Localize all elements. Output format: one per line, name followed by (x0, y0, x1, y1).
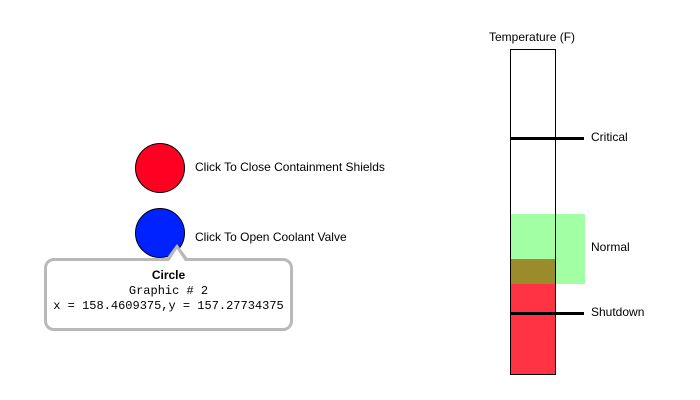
close-containment-shields-button[interactable] (135, 143, 185, 193)
shutdown-marker-label: Shutdown (591, 305, 645, 319)
normal-overlap-fill (511, 259, 555, 284)
shutdown-marker-line (510, 312, 584, 315)
thermometer-title: Temperature (F) (489, 30, 576, 44)
open-coolant-valve-label: Click To Open Coolant Valve (195, 230, 347, 244)
close-containment-shields-label: Click To Close Containment Shields (195, 160, 385, 174)
tooltip-pointer-fill (169, 249, 185, 261)
tooltip-title: Circle (151, 268, 186, 282)
temperature-fill (511, 284, 555, 374)
graphic-tooltip: Circle Graphic # 2 x = 158.4609375,y = 1… (44, 258, 293, 331)
tooltip-graphic-number: Graphic # 2 (128, 284, 209, 298)
tooltip-coordinates: x = 158.4609375,y = 157.27734375 (53, 299, 284, 313)
normal-marker-label: Normal (591, 240, 630, 254)
thermometer-tube (510, 49, 556, 375)
critical-marker-line (510, 137, 584, 140)
open-coolant-valve-button[interactable] (135, 208, 185, 258)
critical-marker-label: Critical (591, 130, 628, 144)
